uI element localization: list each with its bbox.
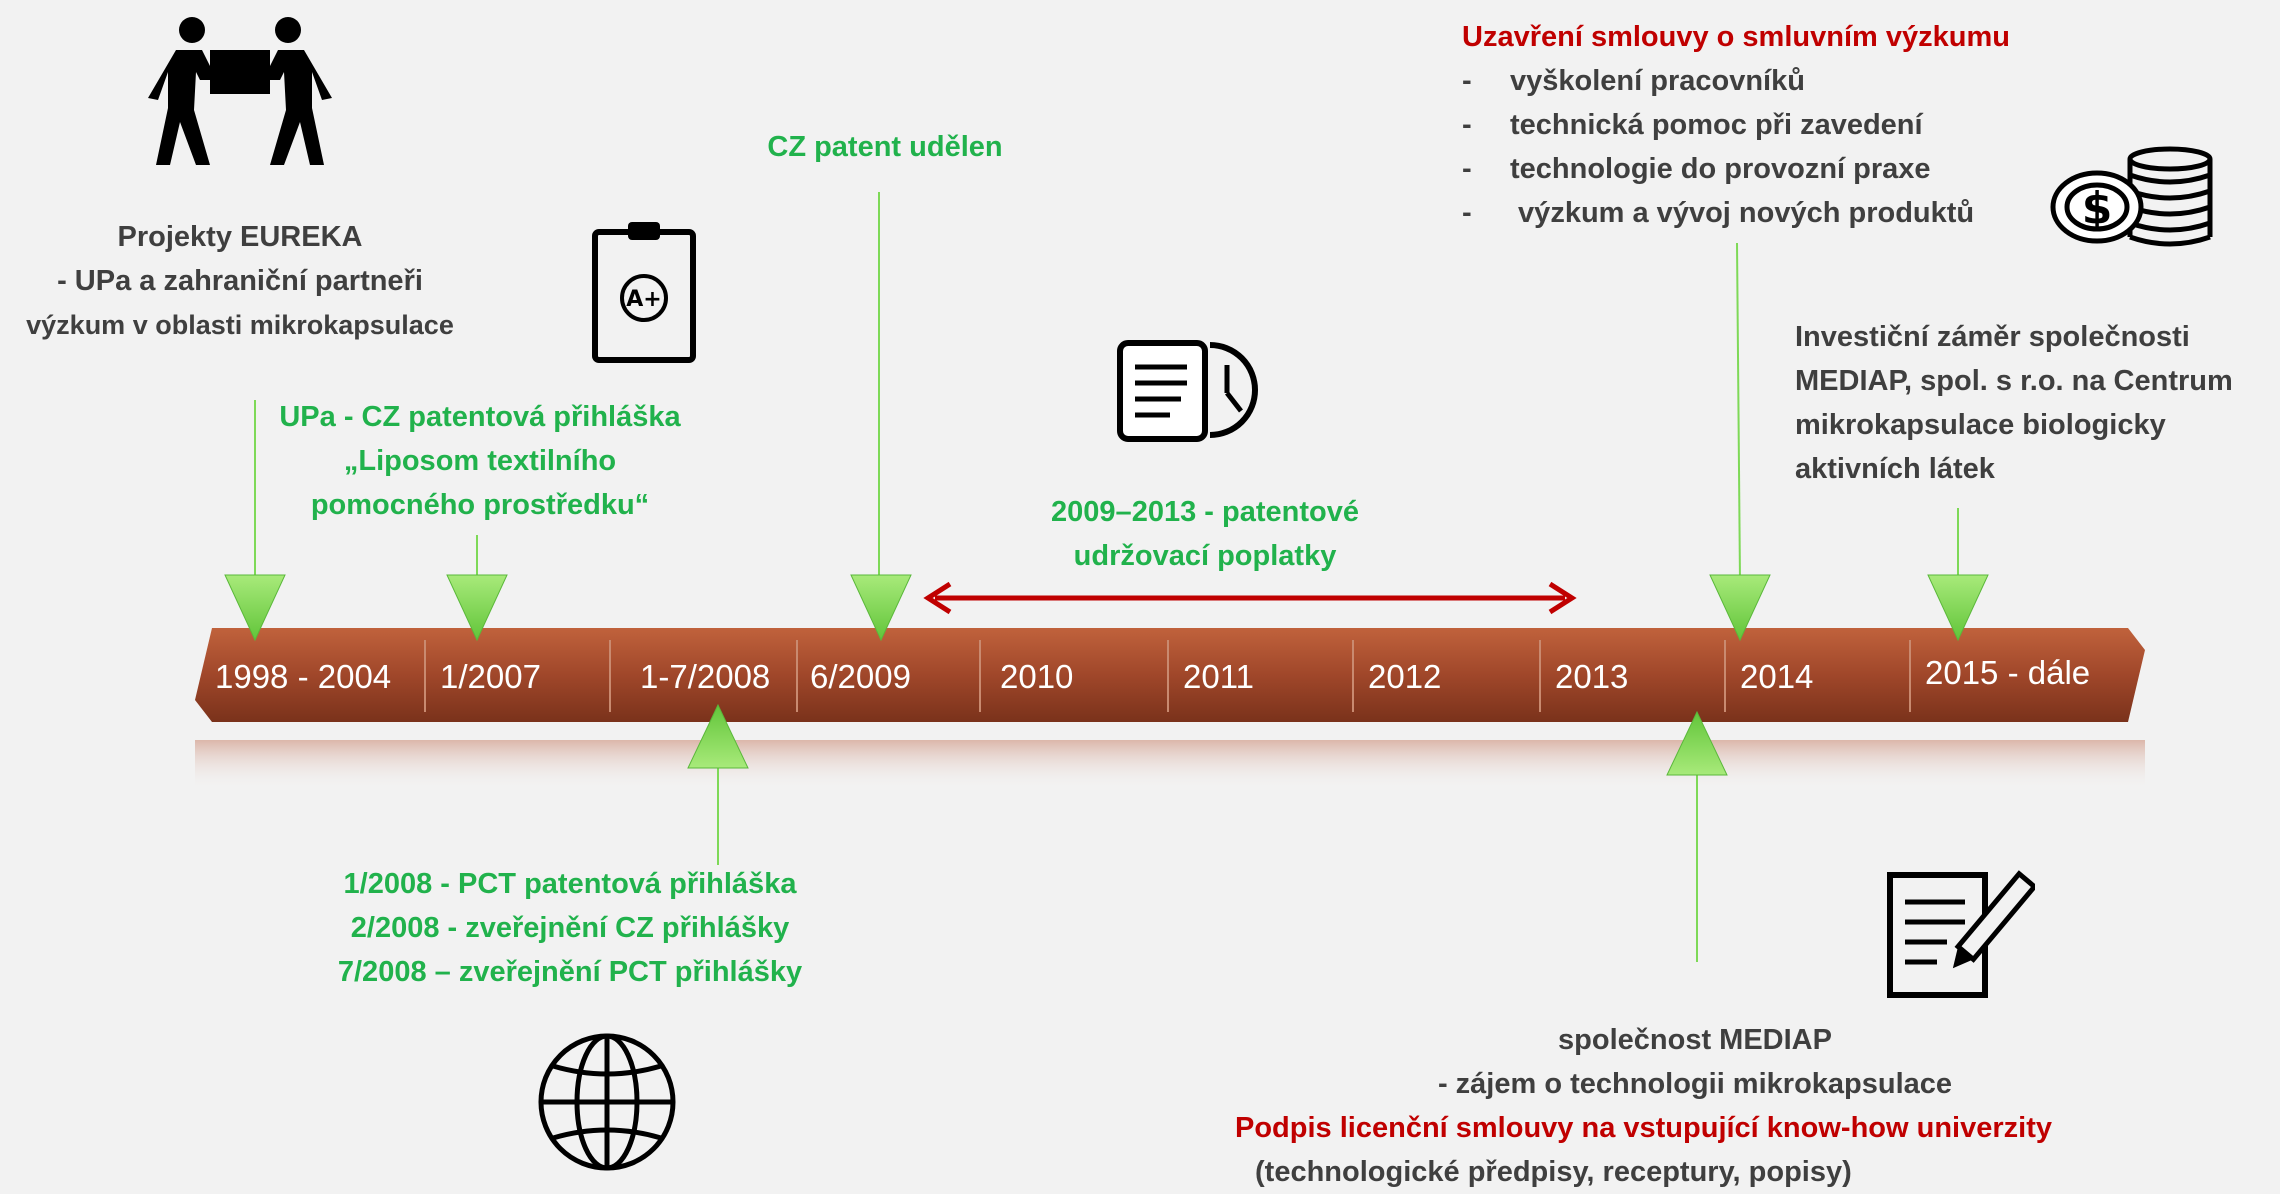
upa-application-line2: „Liposom textilního — [343, 445, 617, 477]
arrow-down-2009 — [850, 574, 912, 642]
arrow-up-2008 — [687, 703, 749, 769]
contract-item-2: -technická pomoc při zavedení — [1462, 109, 1923, 141]
investment-block: Investiční záměr společnosti MEDIAP, spo… — [1795, 315, 2275, 491]
fee-period-double-arrow — [923, 581, 1577, 615]
pct-line1: 1/2008 - PCT patentová přihláška — [343, 868, 797, 900]
contract-title: Uzavření smlouvy o smluvním výzkumu — [1462, 21, 2010, 53]
svg-text:A+: A+ — [626, 287, 661, 312]
eureka-line2: výzkum v oblasti mikrokapsulace — [26, 310, 454, 340]
connector-line-2014 — [1736, 242, 1741, 583]
investment-line4: aktivních látek — [1795, 453, 1995, 485]
eureka-title: Projekty EUREKA — [117, 221, 363, 253]
clipboard-grade-icon: A+ — [590, 220, 700, 365]
upa-application-line3: pomocného prostředku“ — [310, 489, 650, 521]
document-clock-icon — [1115, 335, 1275, 445]
fees-line1: 2009–2013 - patentové — [1051, 496, 1359, 528]
contract-item-4: - výzkum a vývoj nových produktů — [1462, 197, 1975, 229]
arrow-down-2014 — [1709, 574, 1771, 642]
timeline-reflection — [195, 740, 2145, 790]
mediap-line1: společnost MEDIAP — [1558, 1024, 1832, 1056]
fees-line2: udržovací poplatky — [1073, 540, 1337, 572]
pct-block: 1/2008 - PCT patentová přihláška 2/2008 … — [270, 862, 870, 994]
timeline-year-label: 1-7/2008 — [640, 658, 770, 695]
timeline-year-label: 2011 — [1183, 658, 1254, 695]
mediap-line3: Podpis licenční smlouvy na vstupující kn… — [1235, 1112, 2052, 1144]
arrow-down-1998 — [224, 574, 286, 642]
timeline-year-label: 2013 — [1555, 658, 1628, 695]
investment-line1: Investiční záměr společnosti — [1795, 321, 2190, 353]
svg-text:$: $ — [2082, 183, 2113, 234]
contract-item-1: -vyškolení pracovníků — [1462, 65, 1805, 97]
arrow-down-2015 — [1927, 574, 1989, 642]
contract-block: Uzavření smlouvy o smluvním výzkumu -vyš… — [1462, 15, 2102, 235]
timeline-year-label: 6/2009 — [810, 658, 911, 695]
globe-icon — [535, 1030, 680, 1175]
fees-block: 2009–2013 - patentové udržovací poplatky — [980, 490, 1430, 578]
timeline-year-label: 1/2007 — [440, 658, 541, 695]
timeline-year-label: 2010 — [1000, 658, 1073, 695]
mediap-line2: - zájem o technologii mikrokapsulace — [1437, 1068, 1953, 1100]
cz-patent-label: CZ patent udělen — [767, 131, 1003, 163]
pct-line2: 2/2008 - zveřejnění CZ přihlášky — [350, 912, 790, 944]
eureka-line1: - UPa a zahraniční partneři — [57, 265, 423, 297]
eureka-block: Projekty EUREKA - UPa a zahraniční partn… — [0, 215, 480, 347]
investment-line3: mikrokapsulace biologicky — [1795, 409, 2166, 441]
document-signing-icon — [1885, 870, 2035, 1000]
investment-line2: MEDIAP, spol. s r.o. na Centrum — [1795, 365, 2233, 397]
timeline-year-label: 2012 — [1368, 658, 1441, 695]
mediap-block: společnost MEDIAP - zájem o technologii … — [1235, 1018, 2275, 1194]
upa-application-block: UPa - CZ patentová přihláška „Liposom te… — [240, 395, 720, 527]
coins-dollar-icon: $ — [2045, 145, 2220, 260]
pct-line3: 7/2008 – zveřejnění PCT přihlášky — [337, 956, 803, 988]
mediap-line4: (technologické předpisy, receptury, popi… — [1255, 1156, 1852, 1188]
timeline-bar — [195, 628, 2145, 722]
timeline-year-labels: 1998 - 2004 1/2007 1-7/2008 6/2009 2010 2011 2… — [215, 654, 2090, 695]
upa-application-line1: UPa - CZ patentová přihláška — [279, 401, 681, 433]
contract-item-3: -technologie do provozní praxe — [1462, 153, 1931, 185]
timeline-dividers — [424, 640, 1911, 712]
handshake-box-icon — [140, 10, 340, 170]
timeline-year-label: 1998 - 2004 — [215, 658, 391, 695]
timeline-year-label: 2014 — [1740, 658, 1813, 695]
arrow-up-2013 — [1666, 710, 1728, 776]
timeline-year-label: 2015 - dále — [1925, 654, 2090, 691]
arrow-down-2007 — [446, 574, 508, 642]
